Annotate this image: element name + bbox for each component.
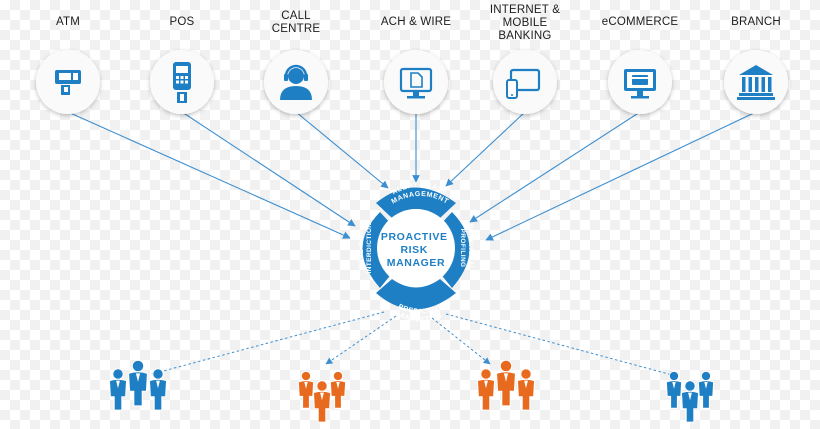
connector-lines xyxy=(67,111,757,241)
group-connector xyxy=(445,313,677,378)
atm-icon xyxy=(55,70,81,95)
channel-label-atm: ATM xyxy=(55,16,81,28)
channel-branch xyxy=(724,50,788,114)
hub-segment-top xyxy=(376,187,456,218)
channel-connector xyxy=(295,111,389,189)
channel-imb xyxy=(493,50,557,114)
channel-label-pos: POS xyxy=(169,16,195,28)
person-icon xyxy=(329,370,347,409)
people-groups xyxy=(108,311,715,423)
card-monitor-icon xyxy=(624,69,656,99)
mobile-tablet-icon xyxy=(506,68,541,99)
channel-connector xyxy=(181,111,356,227)
person-icon xyxy=(476,368,496,411)
channel-connector xyxy=(469,111,641,223)
proactive-risk-manager-hub: ALERT / CASE MANAGEMENT PREDICTIVE ANALY… xyxy=(358,182,474,324)
hub-segment-bottom xyxy=(376,279,456,310)
people-group-icon xyxy=(108,359,168,411)
person-icon xyxy=(496,359,516,407)
channel-pos xyxy=(150,50,214,114)
group-connector xyxy=(431,317,491,365)
person-icon xyxy=(665,370,683,409)
bank-building-icon xyxy=(737,65,775,100)
people-group-icon xyxy=(665,370,715,423)
segment-label-bottom-2: ANALYTICS xyxy=(398,312,443,324)
segment-label-left: REAL-TIME INTERDICTION xyxy=(358,222,373,273)
channel-circle xyxy=(384,50,448,114)
channel-connector xyxy=(67,111,351,239)
channel-call xyxy=(264,50,328,114)
person-icon xyxy=(516,368,536,411)
channel-icons xyxy=(36,50,788,114)
channel-label-ach: ACH & WIRE xyxy=(380,16,452,28)
call-centre-agent-icon xyxy=(280,64,312,100)
hub-center xyxy=(377,209,455,287)
channel-ecom xyxy=(608,50,672,114)
person-icon xyxy=(108,368,128,411)
person-icon xyxy=(312,380,332,423)
people-group-icon xyxy=(297,370,347,423)
person-icon xyxy=(148,368,168,411)
person-icon xyxy=(697,370,715,409)
channel-circle xyxy=(493,50,557,114)
segment-label-right: BEHAVIORAL PROFILING xyxy=(459,224,474,273)
person-icon xyxy=(297,370,315,409)
channel-atm xyxy=(36,50,100,114)
pos-terminal-icon xyxy=(173,62,191,103)
person-icon xyxy=(128,359,148,407)
group-connector xyxy=(325,315,397,365)
people-group-icon xyxy=(476,359,536,411)
hub-title: PROACTIVE RISK MANAGER xyxy=(381,231,451,269)
channel-label-branch: BRANCH xyxy=(731,16,781,28)
channel-connector xyxy=(445,111,526,187)
channel-ach xyxy=(384,50,448,114)
group-connector xyxy=(151,311,385,376)
document-monitor-icon xyxy=(399,67,433,99)
channel-label-ecom: eCOMMERCE xyxy=(601,16,679,28)
person-icon xyxy=(680,380,700,423)
channel-connector xyxy=(485,111,757,241)
